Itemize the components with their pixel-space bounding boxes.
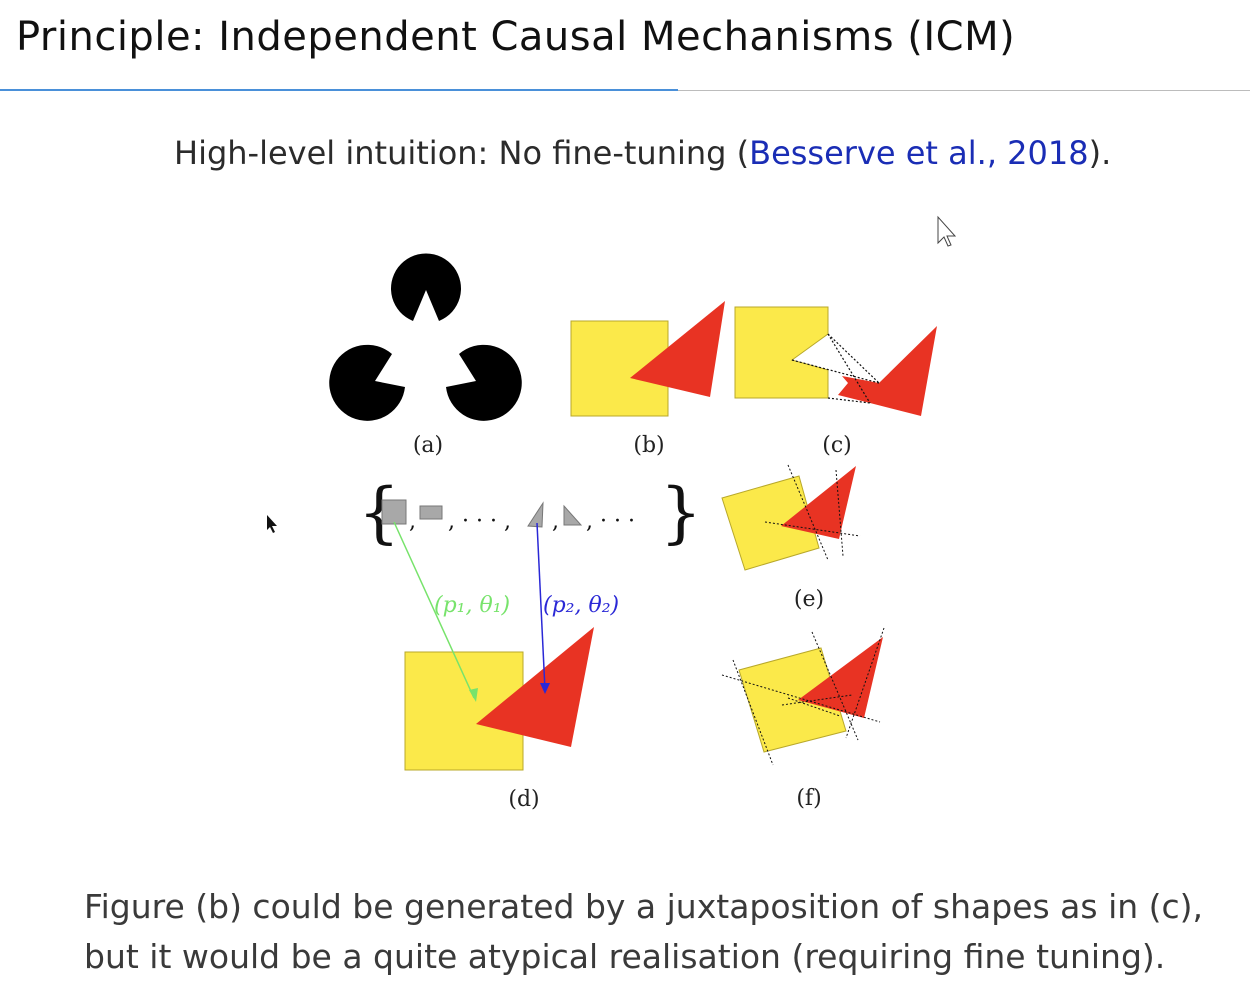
arrow-param1	[393, 521, 475, 699]
cursor-arrow-icon	[937, 215, 957, 247]
proto-square-1	[381, 499, 407, 525]
panel-e: (e)	[721, 464, 861, 612]
intuition-suffix: ).	[1088, 134, 1112, 172]
panel-b: (b)	[570, 301, 725, 458]
brace-close: }	[660, 474, 702, 551]
proto-square-2	[419, 505, 443, 520]
intuition-prefix: High-level intuition: No fine-tuning (	[174, 134, 750, 172]
panel-f: (f)	[721, 627, 885, 811]
caption: Figure (b) could be generated by a juxta…	[84, 882, 1224, 982]
label-e: (e)	[794, 587, 824, 612]
arrow-param2	[536, 522, 546, 691]
caption-line-2: but it would be a quite atypical realisa…	[84, 937, 1166, 976]
arrowhead-param2	[540, 683, 550, 694]
triangle-c	[838, 326, 937, 416]
notched-square-c	[734, 306, 829, 399]
proto-triangle-2	[563, 504, 583, 526]
proto-triangle-1	[527, 501, 544, 528]
separator-3: ,	[552, 509, 559, 534]
panel-d: (p₁, θ₁) (p₂, θ₂) (d)	[393, 521, 619, 812]
triangle-e	[781, 466, 856, 539]
slide-title: Principle: Independent Causal Mechanisms…	[16, 14, 1016, 60]
separator-4: , · · ·	[586, 509, 635, 534]
panel-c: (c)	[734, 306, 937, 458]
panel-a: (a)	[329, 253, 522, 458]
arrowhead-param1	[469, 688, 478, 702]
separator-1: ,	[409, 509, 416, 534]
label-c: (c)	[822, 433, 852, 458]
pacman-right	[446, 344, 522, 421]
separator-2: , · · · ,	[448, 509, 511, 534]
slide-header: Principle: Independent Causal Mechanisms…	[0, 0, 1250, 92]
pacman-left	[329, 344, 405, 421]
triangle-b	[630, 301, 725, 397]
prototype-set: { , , · · · , , , · · · }	[358, 474, 702, 551]
square-b	[570, 320, 669, 417]
caption-line-1: Figure (b) could be generated by a juxta…	[84, 887, 1204, 926]
icm-figure: (a) (b) (c) { , , · · · , , , · · · }	[267, 215, 957, 812]
pacman-top	[391, 253, 462, 321]
label-d: (d)	[508, 787, 539, 812]
progress-bar	[0, 89, 678, 91]
triangle-d	[476, 627, 594, 747]
dotted-lines-f	[721, 627, 885, 766]
label-f: (f)	[796, 786, 821, 811]
dotted-lines-e	[764, 464, 861, 561]
triangle-f	[798, 637, 883, 718]
intuition-line: High-level intuition: No fine-tuning (Be…	[174, 134, 1111, 172]
dotted-completion-c	[791, 333, 880, 404]
label-b: (b)	[633, 433, 664, 458]
cursor-small-icon	[267, 515, 277, 533]
label-a: (a)	[413, 433, 443, 458]
citation-link[interactable]: Besserve et al., 2018	[749, 134, 1089, 172]
param2-label: (p₂, θ₂)	[543, 593, 619, 618]
param1-label: (p₁, θ₁)	[434, 593, 510, 618]
